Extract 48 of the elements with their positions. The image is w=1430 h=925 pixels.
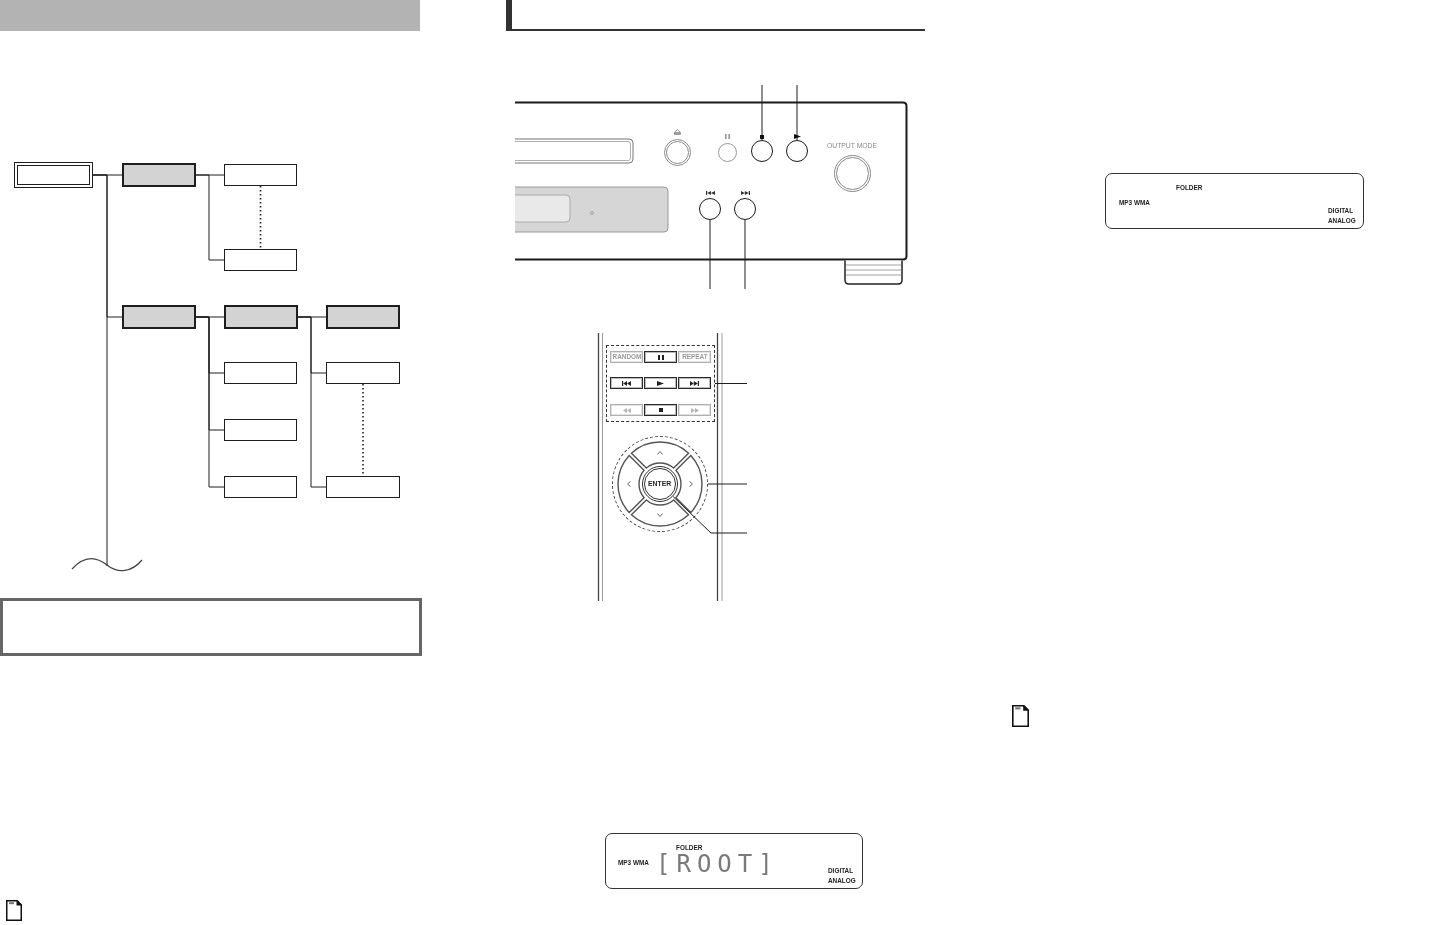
tree-connector [195, 174, 225, 261]
lcd-display [1105, 173, 1364, 229]
control-label: OUTPUT MODE [826, 142, 878, 150]
display-indicator: ANALOG [1328, 217, 1356, 225]
tree-connector [92, 174, 108, 567]
shaded-box [122, 163, 196, 187]
leader-line [709, 219, 711, 290]
tree-box [224, 164, 297, 186]
repeat-button: REPEAT [678, 351, 711, 363]
rewind-button [610, 404, 643, 416]
display-indicator: ANALOG [828, 877, 856, 885]
next-button [678, 377, 711, 389]
leader-line [714, 383, 748, 384]
tree-box [326, 476, 400, 498]
tree-connector [195, 316, 225, 488]
tree-box [224, 419, 297, 441]
previous-button [610, 377, 643, 389]
stop-button [644, 404, 677, 416]
display-indicator: DIGITAL [1328, 207, 1354, 215]
tree-box [224, 249, 297, 271]
fast-forward-button [678, 404, 711, 416]
leader-line [672, 495, 748, 534]
enter-button: ENTER [642, 466, 678, 502]
button-group-frame [606, 345, 715, 422]
display-indicator: MP3 WMA [1119, 199, 1150, 207]
dotted-connector [259, 185, 262, 250]
tree-box [326, 362, 400, 384]
leader-line [744, 219, 746, 290]
display-readout: [ROOT] [656, 852, 779, 876]
tree-box [224, 362, 297, 384]
shaded-box [122, 305, 196, 329]
play-button [644, 377, 677, 389]
leader-line [707, 483, 748, 485]
shaded-box [326, 305, 400, 329]
pause-button [644, 351, 677, 363]
display-indicator: DIGITAL [828, 867, 854, 875]
display-indicator: MP3 WMA [618, 859, 649, 867]
leader-line [796, 84, 798, 141]
tree-box [224, 476, 297, 498]
random-button: RANDOM [610, 351, 643, 363]
leader-line [761, 84, 763, 141]
shaded-box [224, 305, 298, 329]
lcd-display [605, 833, 863, 889]
display-indicator: FOLDER [1176, 184, 1203, 192]
tree-connector [297, 316, 327, 488]
root-box [14, 162, 93, 188]
display-indicator: FOLDER [676, 844, 703, 852]
note-box [0, 598, 422, 656]
